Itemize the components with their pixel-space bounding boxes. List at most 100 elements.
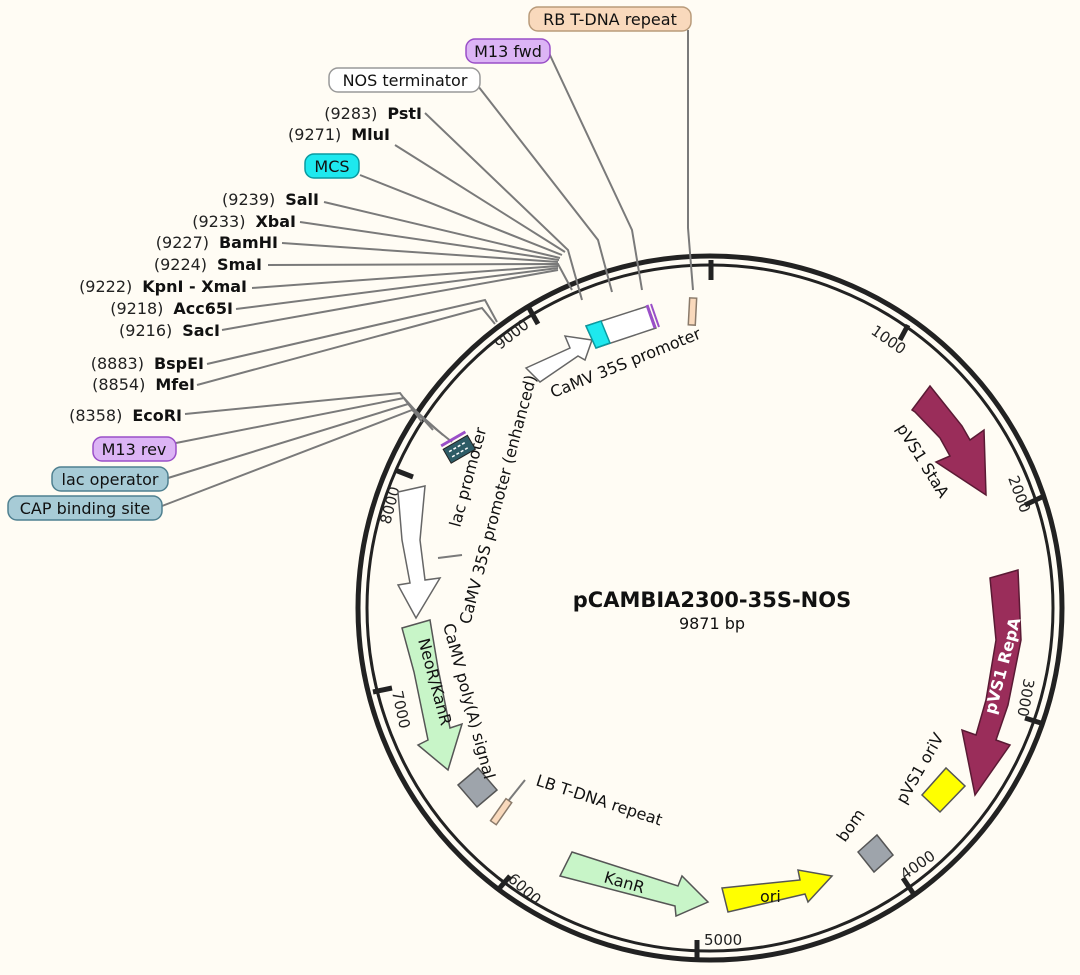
site-ecori-name: EcoRI [132, 406, 182, 425]
cap-site-mark [451, 446, 470, 458]
site-acc65i-name: Acc65I [173, 299, 233, 318]
site-smai-name: SmaI [217, 255, 262, 274]
tick-7000 [372, 685, 393, 695]
plasmid-name: pCAMBIA2300-35S-NOS [573, 588, 851, 612]
restriction-site-labels: (9283) PstI (9271)MluI (9239) SalI (9233) X… [69, 104, 422, 425]
site-psti-pos: (9283) [324, 104, 377, 123]
m13-rev-marker [440, 430, 467, 448]
site-saci-name: SacI [182, 321, 220, 340]
leader-lines [161, 30, 694, 806]
site-psti-name: PstI [387, 104, 422, 123]
tick-label-5000: 5000 [704, 931, 742, 949]
site-acc65i: (9218) Acc65I [110, 299, 233, 318]
leader-nos-terminator [477, 85, 613, 293]
leader-cap-site [161, 408, 453, 507]
tick-1000 [897, 323, 911, 342]
polya-box [456, 766, 499, 809]
ori-arrow [721, 869, 834, 913]
site-bamhi-name: BamHI [219, 233, 278, 252]
tick-label-2000: 2000 [1004, 473, 1034, 515]
m13-fwd-marker [645, 304, 657, 329]
leader-saci [221, 269, 559, 331]
chip-m13-rev-bg [92, 436, 177, 462]
m13-fwd-marker-2 [650, 303, 660, 328]
pvs1-oriv-box [920, 766, 967, 814]
tick-label-3000: 3000 [1013, 677, 1037, 718]
site-xbai-pos: (9233) [192, 212, 245, 231]
site-mfei-name: MfeI [155, 375, 195, 394]
site-xbai: (9233) XbaI [192, 212, 296, 231]
neor-kanr-arrow [401, 619, 464, 772]
site-bspei: (8883) BspEI [91, 354, 204, 373]
site-mfei-pos: (8854) [92, 375, 145, 394]
site-ecori-pos: (8358) [69, 406, 122, 425]
leader-sali [323, 201, 561, 259]
site-sali-pos: (9239) [222, 190, 275, 209]
leader-bamhi [281, 242, 559, 263]
site-kpni-xmai: (9222) KpnI - XmaI [79, 277, 247, 296]
site-smai: (9224) SmaI [154, 255, 262, 274]
leader-rb-repeat [687, 30, 694, 291]
ori-label: ori [760, 887, 781, 906]
site-sali-name: SalI [285, 190, 319, 209]
chip-mcs-text: MCS [314, 157, 349, 176]
site-kpni-xmai-name: KpnI - XmaI [142, 277, 247, 296]
tick-label-6000: 6000 [504, 870, 544, 909]
chip-rb-repeat-text: RB T-DNA repeat [543, 10, 677, 29]
site-smai-pos: (9224) [154, 255, 207, 274]
chip-lac-operator: lac operator [51, 466, 169, 492]
chip-nos-terminator-bg [328, 67, 481, 93]
site-ecori: (8358) EcoRI [69, 406, 182, 425]
bom-label: bom [833, 805, 869, 845]
tick-9000 [526, 306, 541, 326]
lac-promoter-block [442, 434, 477, 464]
lb-repeat-label: LB T-DNA repeat [534, 771, 665, 830]
leader-smai [267, 262, 573, 291]
site-kpni-xmai-pos: (9222) [79, 277, 132, 296]
site-xbai-name: XbaI [255, 212, 296, 231]
chip-m13-fwd: M13 fwd [465, 38, 551, 64]
chip-lac-operator-text: lac operator [62, 470, 159, 489]
chip-m13-fwd-bg [465, 38, 551, 64]
lb-repeat-marker [489, 797, 513, 826]
tick-4000 [900, 876, 916, 895]
tick-marks [372, 260, 1045, 960]
lac-cluster [440, 430, 477, 464]
site-mlui: (9271)MluI [288, 125, 390, 144]
site-saci-pos: (9216) [119, 321, 172, 340]
site-mlui-name: MluI [351, 125, 390, 144]
site-bspei-name: BspEI [154, 354, 204, 373]
mcs-block [584, 320, 611, 349]
leader-mcs [359, 174, 563, 256]
chip-nos-terminator: NOS terminator [328, 67, 481, 93]
leader-kpni [251, 265, 559, 289]
site-bamhi: (9227)BamHI [156, 233, 278, 252]
plasmid-size: 9871 bp [679, 614, 745, 633]
tick-8000 [394, 467, 414, 480]
site-acc65i-pos: (9218) [110, 299, 163, 318]
site-psti: (9283) PstI [324, 104, 422, 123]
camv35s-promoter-arrow [524, 335, 594, 383]
chip-mcs: MCS [304, 153, 360, 179]
leader-camv-enh [437, 554, 463, 559]
site-mfei: (8854) MfeI [92, 375, 195, 394]
bom-box [856, 833, 895, 874]
tick-2000 [1023, 494, 1044, 508]
chip-rb-repeat-bg [528, 6, 692, 32]
site-saci: (9216) SacI [119, 321, 220, 340]
backbone-outer-ring [355, 253, 1065, 963]
leader-mlui [394, 144, 566, 253]
tick-3000 [1024, 715, 1045, 727]
chip-cap-site: CAP binding site [7, 495, 163, 521]
chip-m13-rev: M13 rev [92, 436, 177, 462]
chip-mcs-bg [304, 153, 360, 179]
leader-m13-fwd [548, 52, 643, 291]
site-bspei-pos: (8883) [91, 354, 144, 373]
chip-m13-rev-text: M13 rev [102, 440, 167, 459]
chip-nos-terminator-text: NOS terminator [343, 71, 468, 90]
chip-rb-repeat: RB T-DNA repeat [528, 6, 692, 32]
leader-acc65i [235, 267, 559, 310]
tick-6000 [495, 874, 512, 893]
